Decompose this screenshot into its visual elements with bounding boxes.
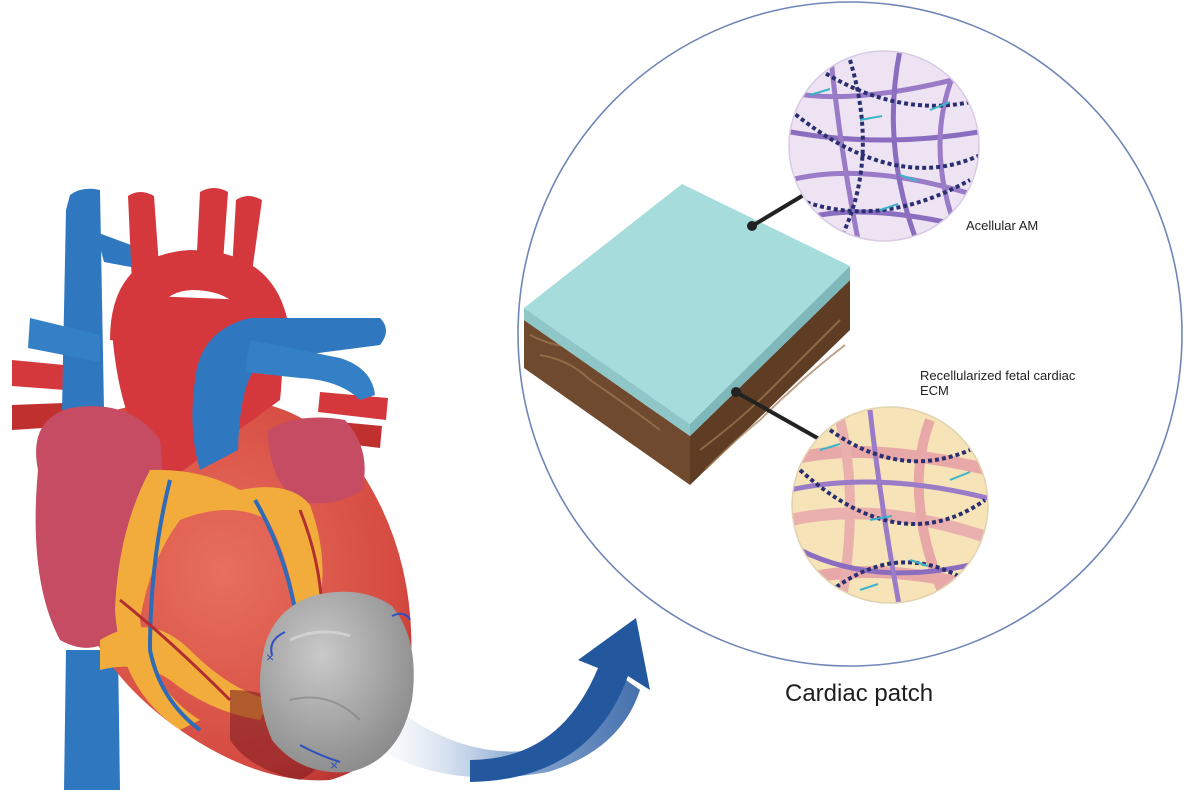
micro-view-acellular-am [788,50,980,242]
ecm-layer-front [524,320,690,485]
label-recellularized-line1: Recellularized fetal cardiac [920,368,1076,383]
pulmonary-vein-right-upper [318,392,388,420]
label-recellularized-line2: ECM [920,383,949,398]
superior-vena-cava [62,188,104,410]
svg-text:×: × [330,757,338,773]
left-atrium [268,417,365,504]
inferior-vena-cava [64,650,120,790]
label-recellularized-ecm: Recellularized fetal cardiac ECM [920,368,1075,398]
suture-line [270,612,411,763]
micro-view-recellularized-ecm [791,406,989,604]
transition-sweep [380,680,640,778]
connector-ecm [735,390,829,446]
label-cardiac-patch: Cardiac patch [785,680,934,707]
label-acellular-am: Acellular AM [966,218,1039,233]
coronary-artery [147,479,202,732]
svg-text:×: × [266,649,274,665]
aorta-branch-3 [232,196,262,272]
epicardial-fat [115,469,323,730]
cardiac-patch-on-heart: × × [259,591,414,773]
curved-arrow [470,618,650,782]
am-layer-top [524,184,850,424]
zoom-circle-outline [517,1,1183,667]
connector-am [750,188,814,228]
pulmonary-artery [192,318,386,470]
aortic-arch [110,250,290,350]
patch-block-3d [524,184,850,485]
